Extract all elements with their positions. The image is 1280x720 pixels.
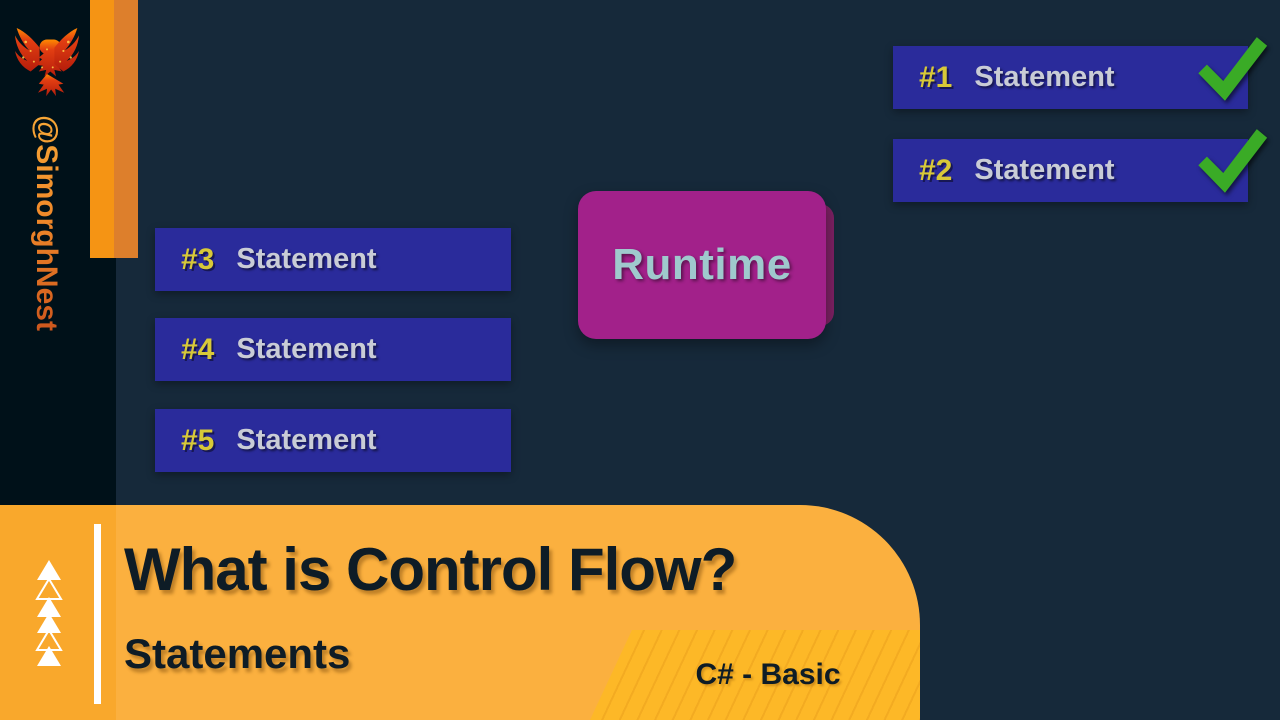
page-title: What is Control Flow?: [124, 536, 737, 603]
statement-row-5: #5 Statement: [155, 409, 511, 472]
statement-row-4: #4 Statement: [155, 318, 511, 381]
statement-label: Statement: [236, 243, 377, 275]
brand-handle: @SimorghNest: [0, 115, 92, 380]
statement-label: Statement: [974, 61, 1115, 93]
phoenix-icon: [6, 14, 88, 106]
brand-handle-label: @SimorghNest: [29, 115, 63, 375]
runtime-label: Runtime: [612, 240, 792, 289]
statement-row-3: #3 Statement: [155, 228, 511, 291]
statement-label: Statement: [236, 333, 377, 365]
statement-number: #3: [181, 242, 215, 276]
statement-number: #4: [181, 332, 215, 366]
triangle-stack-icon: [30, 558, 68, 668]
topic-tag-label: C# - Basic: [695, 658, 841, 691]
statement-label: Statement: [236, 424, 377, 456]
statement-number: #5: [181, 423, 215, 457]
topic-tag: C# - Basic: [590, 630, 920, 720]
statement-label: Statement: [974, 154, 1115, 186]
statement-row-1: #1 Statement: [893, 46, 1248, 109]
accent-bar-secondary: [114, 0, 138, 258]
statement-number: #2: [919, 153, 953, 187]
title-divider: [94, 524, 101, 704]
runtime-box: Runtime: [578, 191, 826, 339]
accent-bar-primary: [90, 0, 114, 258]
statement-row-2: #2 Statement: [893, 139, 1248, 202]
statement-number: #1: [919, 60, 953, 94]
page-subtitle: Statements: [124, 630, 351, 677]
